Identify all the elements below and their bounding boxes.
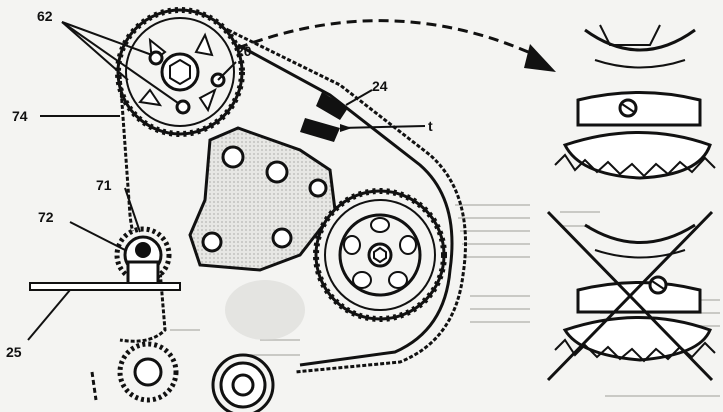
ink-smudge	[225, 280, 305, 340]
pump-sprocket	[313, 188, 447, 322]
timing-mark-block	[300, 92, 348, 142]
callout-t: t	[428, 118, 433, 134]
callout-72: 72	[38, 209, 54, 225]
idler-pulley	[211, 353, 275, 412]
callout-25: 25	[6, 344, 22, 360]
camshaft-sprocket	[115, 7, 245, 137]
arrowhead-t	[340, 124, 352, 132]
tensioner-pulley	[114, 226, 172, 288]
callout-71: 71	[96, 177, 112, 193]
callout-20: 20	[236, 43, 252, 59]
cross-line-b	[546, 210, 714, 382]
alignment-bar	[29, 282, 181, 291]
crankshaft-sprocket	[90, 341, 179, 403]
detail-wrong-alignment	[546, 210, 716, 382]
detail-arrow	[237, 19, 556, 72]
callout-24: 24	[372, 78, 388, 94]
detail-correct-alignment	[554, 24, 716, 180]
callout-74: 74	[12, 108, 28, 124]
callout-62: 62	[37, 8, 53, 24]
engine-bracket	[188, 126, 337, 272]
leader-lines	[27, 21, 426, 341]
